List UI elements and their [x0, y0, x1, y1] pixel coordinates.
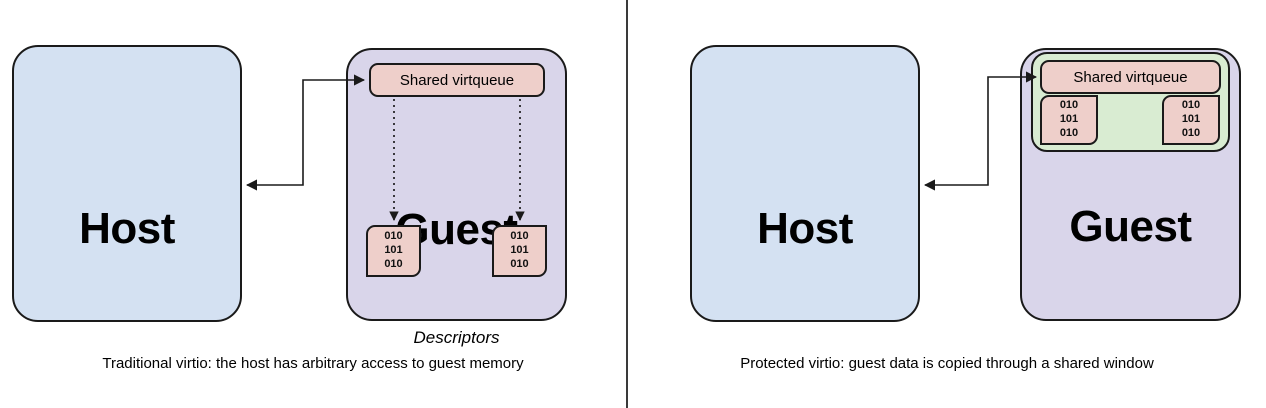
panel-traditional-virtio: Host Guest Descriptors Shared virtqueue … [0, 0, 626, 408]
descriptor-line: 101 [384, 244, 403, 257]
descriptor-line: 010 [1059, 126, 1079, 139]
caption-protected: Protected virtio: guest data is copied t… [740, 355, 1154, 372]
descriptor-box[interactable]: 010 101 010 [1162, 95, 1220, 145]
descriptor-box[interactable]: 010 101 010 [366, 225, 421, 277]
host-label-protected: Host [757, 204, 853, 253]
panel-protected-virtio: Host Guest Shared virtqueue 010 101 010 … [628, 0, 1266, 408]
shared-virtqueue-protected[interactable]: Shared virtqueue [1040, 60, 1221, 94]
descriptor-line: 010 [1181, 99, 1201, 112]
descriptor-line: 101 [1181, 113, 1201, 126]
caption-traditional: Traditional virtio: the host has arbitra… [102, 355, 524, 372]
descriptor-line: 010 [1181, 126, 1201, 139]
descriptor-line: 010 [510, 257, 529, 270]
shared-virtqueue-traditional[interactable]: Shared virtqueue [369, 63, 545, 97]
descriptors-label: Descriptors [413, 328, 500, 347]
descriptor-line: 010 [384, 257, 403, 270]
panel-divider [626, 0, 628, 408]
descriptor-box[interactable]: 010 101 010 [1040, 95, 1098, 145]
host-box-traditional: Host [12, 45, 242, 322]
descriptor-box[interactable]: 010 101 010 [492, 225, 547, 277]
descriptor-line: 101 [510, 244, 529, 257]
guest-label-protected: Guest [1069, 202, 1192, 251]
host-label-traditional: Host [79, 204, 175, 253]
descriptor-line: 010 [384, 230, 403, 243]
descriptor-line: 101 [1059, 113, 1079, 126]
descriptor-line: 010 [1059, 99, 1079, 112]
host-box-protected: Host [690, 45, 920, 322]
descriptor-line: 010 [510, 230, 529, 243]
